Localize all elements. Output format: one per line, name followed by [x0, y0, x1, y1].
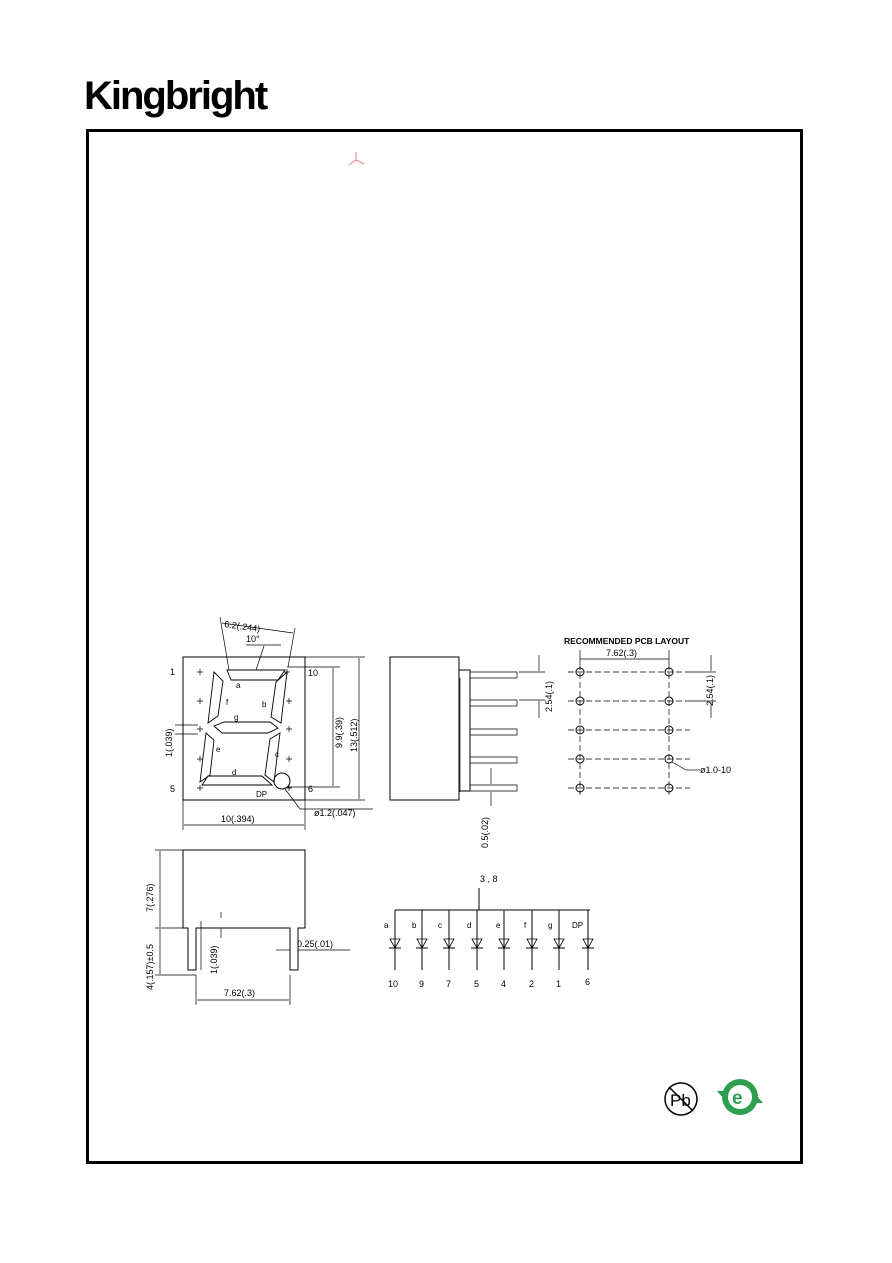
segment-b-label: b — [262, 700, 267, 709]
pin-1-label: 1 — [170, 667, 175, 677]
digit-height-dim: 9.9(.39) — [334, 717, 344, 748]
pcb-layout: RECOMMENDED PCB LAYOUT 7.62(.3) 2.54(.1)… — [564, 636, 731, 795]
circuit-seg-d: d — [467, 921, 471, 930]
total-width-dim: 10(.394) — [221, 814, 255, 824]
pin-6-label: 6 — [308, 784, 313, 794]
display-body-front — [182, 656, 306, 801]
pin-width-dim: 0.5(.02) — [480, 817, 490, 848]
segment-g-label: g — [234, 713, 238, 722]
pin-thickness-dim: 0.25(.01) — [297, 939, 333, 949]
circuit-seg-c: c — [438, 921, 442, 930]
segment-f-label: f — [226, 698, 229, 707]
circuit-seg-a: a — [384, 921, 389, 930]
pcb-hole-dim: ø1.0-10 — [700, 765, 731, 775]
pcb-holes — [575, 667, 674, 793]
side-view: 2.54(.1) 0.5(.02) — [389, 655, 554, 848]
seven-segment-outline — [199, 669, 288, 786]
common-pin-label: 3 , 8 — [480, 874, 498, 884]
circuit-pin-10: 10 — [388, 979, 398, 989]
pin-5-label: 5 — [170, 784, 175, 794]
diode-icons — [389, 938, 594, 949]
display-body-side — [389, 656, 460, 801]
circuit-pin-4: 4 — [501, 979, 506, 989]
circuit-diagram: 3 , 8 a b c d e f g DP — [384, 874, 594, 989]
circuit-pin-9: 9 — [419, 979, 424, 989]
pb-label: Pb — [670, 1091, 691, 1110]
segment-gap-dim: 1(.039) — [164, 728, 174, 757]
dp-diameter-dim: ø1.2(.047) — [314, 808, 356, 818]
total-height-dim: 13(.512) — [349, 718, 359, 752]
display-body-bottom — [182, 849, 306, 971]
pin-10-label: 10 — [308, 668, 318, 678]
segment-e-label: e — [216, 745, 221, 754]
side-pitch-dim: 2.54(.1) — [544, 681, 554, 712]
bottom-view: 7(.276) 4(.157)±0.5 1(.039) 0.25(.01) 7.… — [145, 849, 350, 1005]
segment-a-label: a — [236, 681, 241, 690]
body-height-dim: 7(.276) — [145, 883, 155, 912]
front-view: a b c d e f g DP 1 5 10 6 6.2(.244 — [164, 616, 373, 830]
rohs-e-icon: e — [717, 1079, 763, 1115]
circuit-pin-1: 1 — [556, 979, 561, 989]
circuit-pin-6: 6 — [585, 977, 590, 987]
e-label: e — [732, 1088, 743, 1109]
circuit-pin-2: 2 — [529, 979, 534, 989]
dp-dot — [273, 772, 291, 790]
circuit-seg-g: g — [548, 921, 552, 930]
pcb-layout-title: RECOMMENDED PCB LAYOUT — [564, 636, 690, 646]
pcb-pitch-dim: 2.54(.1) — [705, 675, 715, 706]
bottom-gap-dim: 1(.039) — [209, 945, 219, 974]
lead-free-icon: Pb — [664, 1082, 698, 1116]
segment-d-label: d — [232, 768, 236, 777]
drawing-frame — [86, 129, 803, 1164]
circuit-seg-f: f — [524, 921, 527, 930]
fiducial-mark-icon — [348, 152, 365, 166]
circuit-pin-5: 5 — [474, 979, 479, 989]
pin-spacing-dim: 7.62(.3) — [224, 988, 255, 998]
digit-width-dim: 6.2(.244) — [224, 619, 261, 634]
pcb-spacing-dim: 7.62(.3) — [606, 648, 637, 658]
slant-angle-dim: 10° — [246, 634, 260, 644]
circuit-seg-e: e — [496, 921, 501, 930]
pin-length-dim: 4(.157)±0.5 — [145, 944, 155, 990]
circuit-seg-b: b — [412, 921, 417, 930]
segment-c-label: c — [275, 750, 279, 759]
circuit-pin-7: 7 — [446, 979, 451, 989]
dp-label: DP — [256, 790, 267, 799]
pin-marks — [197, 669, 292, 791]
brand-logo: Kingbright — [84, 74, 268, 118]
circuit-seg-dp: DP — [572, 921, 583, 930]
